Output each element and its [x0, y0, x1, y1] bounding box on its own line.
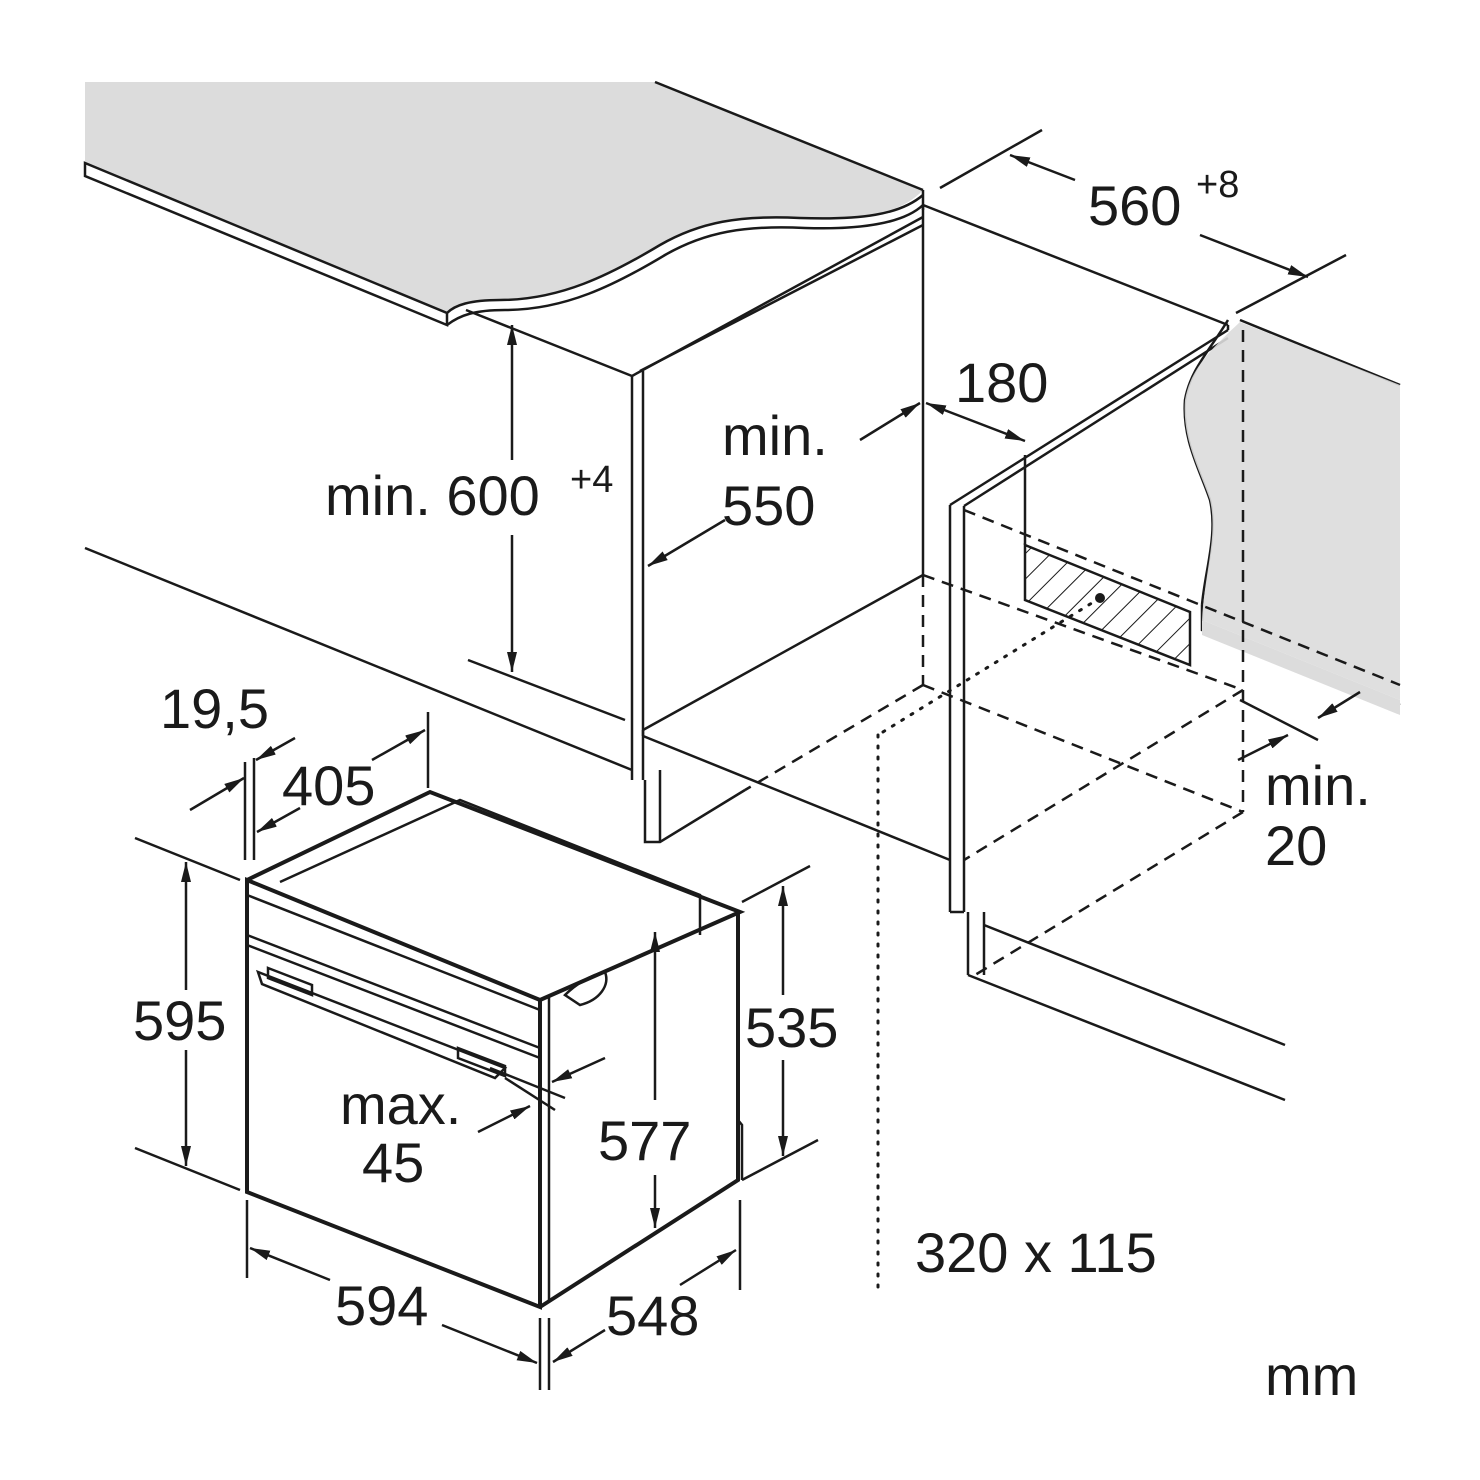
dimension-lines	[134, 128, 1361, 1390]
niche-depth-tolerance: +8	[1196, 164, 1239, 206]
niche-hidden-edges	[744, 330, 1401, 977]
cabinet-depth-label-line1: min.	[722, 404, 828, 467]
gap-side-label-line1: min.	[1265, 754, 1371, 817]
inner-depth-label: 577	[598, 1109, 691, 1172]
gap-back-label: 180	[955, 351, 1048, 414]
left-cabinet	[84, 205, 951, 862]
units-label: mm	[1265, 1344, 1358, 1407]
oven-body-height-label: 535	[745, 996, 838, 1059]
niche-height-label: min. 600	[325, 464, 540, 527]
oven-depth-label: 548	[606, 1284, 699, 1347]
vent-opening-label: 320 x 115	[915, 1221, 1157, 1284]
vent-opening	[876, 455, 1192, 1292]
front-thickness-label: 19,5	[160, 677, 269, 740]
top-recess-label: 405	[282, 754, 375, 817]
dimension-labels: 560 +8 min. 600 +4 min. 550 180 min. 20 …	[133, 164, 1371, 1407]
right-cabinet	[922, 203, 1401, 1102]
oven	[245, 789, 746, 1310]
oven-width-label: 594	[335, 1274, 428, 1337]
worktop	[83, 80, 925, 327]
niche-depth-label: 560	[1088, 174, 1181, 237]
niche-height-tolerance: +4	[570, 459, 613, 501]
oven-height-label: 595	[133, 989, 226, 1052]
handle-protrusion-label-line2: 45	[362, 1131, 424, 1194]
cabinet-depth-label-line2: 550	[722, 474, 815, 537]
gap-side-label-line2: 20	[1265, 814, 1327, 877]
handle-protrusion-label-line1: max.	[340, 1073, 461, 1136]
